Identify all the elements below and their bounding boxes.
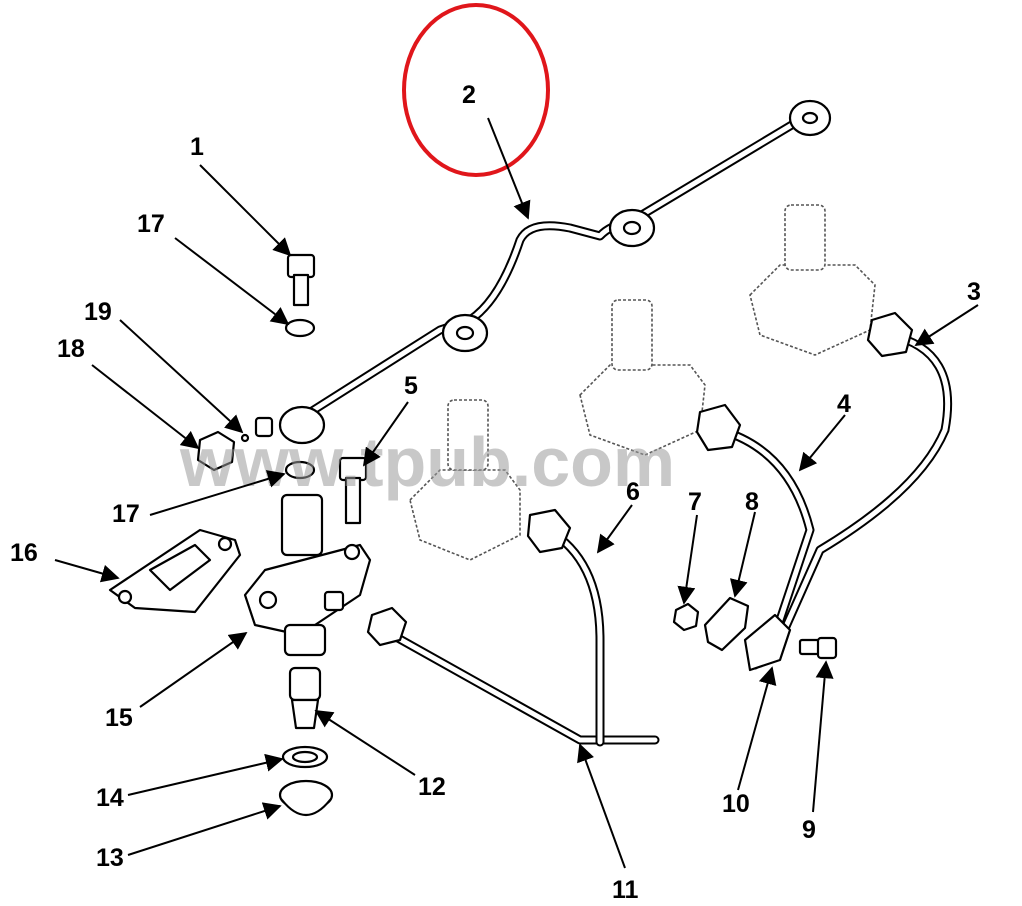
leader-lines bbox=[54, 117, 979, 869]
nozzle-parts bbox=[278, 666, 334, 816]
callout-labels: 2 1 17 19 18 17 5 16 15 12 14 13 6 3 4 7… bbox=[10, 81, 981, 904]
pump-outline-middle bbox=[579, 299, 706, 456]
clamp-assembly bbox=[672, 596, 838, 672]
callout-15: 15 bbox=[105, 704, 133, 732]
nut-and-check-ball bbox=[196, 416, 274, 472]
callout-8: 8 bbox=[745, 488, 759, 516]
injector-body bbox=[243, 493, 372, 657]
callout-12: 12 bbox=[418, 773, 446, 801]
callout-14: 14 bbox=[96, 784, 124, 812]
callout-10: 10 bbox=[722, 790, 750, 818]
pump-outline-left bbox=[409, 399, 521, 561]
callout-18: 18 bbox=[57, 335, 85, 363]
callout-6: 6 bbox=[626, 478, 640, 506]
return-line-manifold bbox=[278, 99, 832, 445]
callout-5: 5 bbox=[404, 372, 418, 400]
callout-17-bottom: 17 bbox=[112, 500, 140, 528]
callout-4: 4 bbox=[837, 390, 851, 418]
fuel-lines bbox=[366, 311, 953, 747]
bolt-5 bbox=[338, 456, 368, 525]
callout-7: 7 bbox=[688, 488, 702, 516]
callout-9: 9 bbox=[802, 816, 816, 844]
banjo-bolt bbox=[284, 253, 316, 480]
callout-19: 19 bbox=[84, 298, 112, 326]
watermark-text: www.tpub.com bbox=[179, 423, 675, 501]
callout-11: 11 bbox=[612, 876, 639, 904]
callout-13: 13 bbox=[96, 844, 124, 872]
callout-16: 16 bbox=[10, 539, 38, 567]
callout-17-top: 17 bbox=[137, 210, 165, 238]
callout-2: 2 bbox=[462, 81, 476, 109]
callout-3: 3 bbox=[967, 278, 981, 306]
highlight-circle bbox=[402, 3, 550, 177]
gasket-plate bbox=[108, 528, 242, 614]
callout-1: 1 bbox=[190, 133, 204, 161]
pump-outline-right bbox=[749, 204, 876, 356]
